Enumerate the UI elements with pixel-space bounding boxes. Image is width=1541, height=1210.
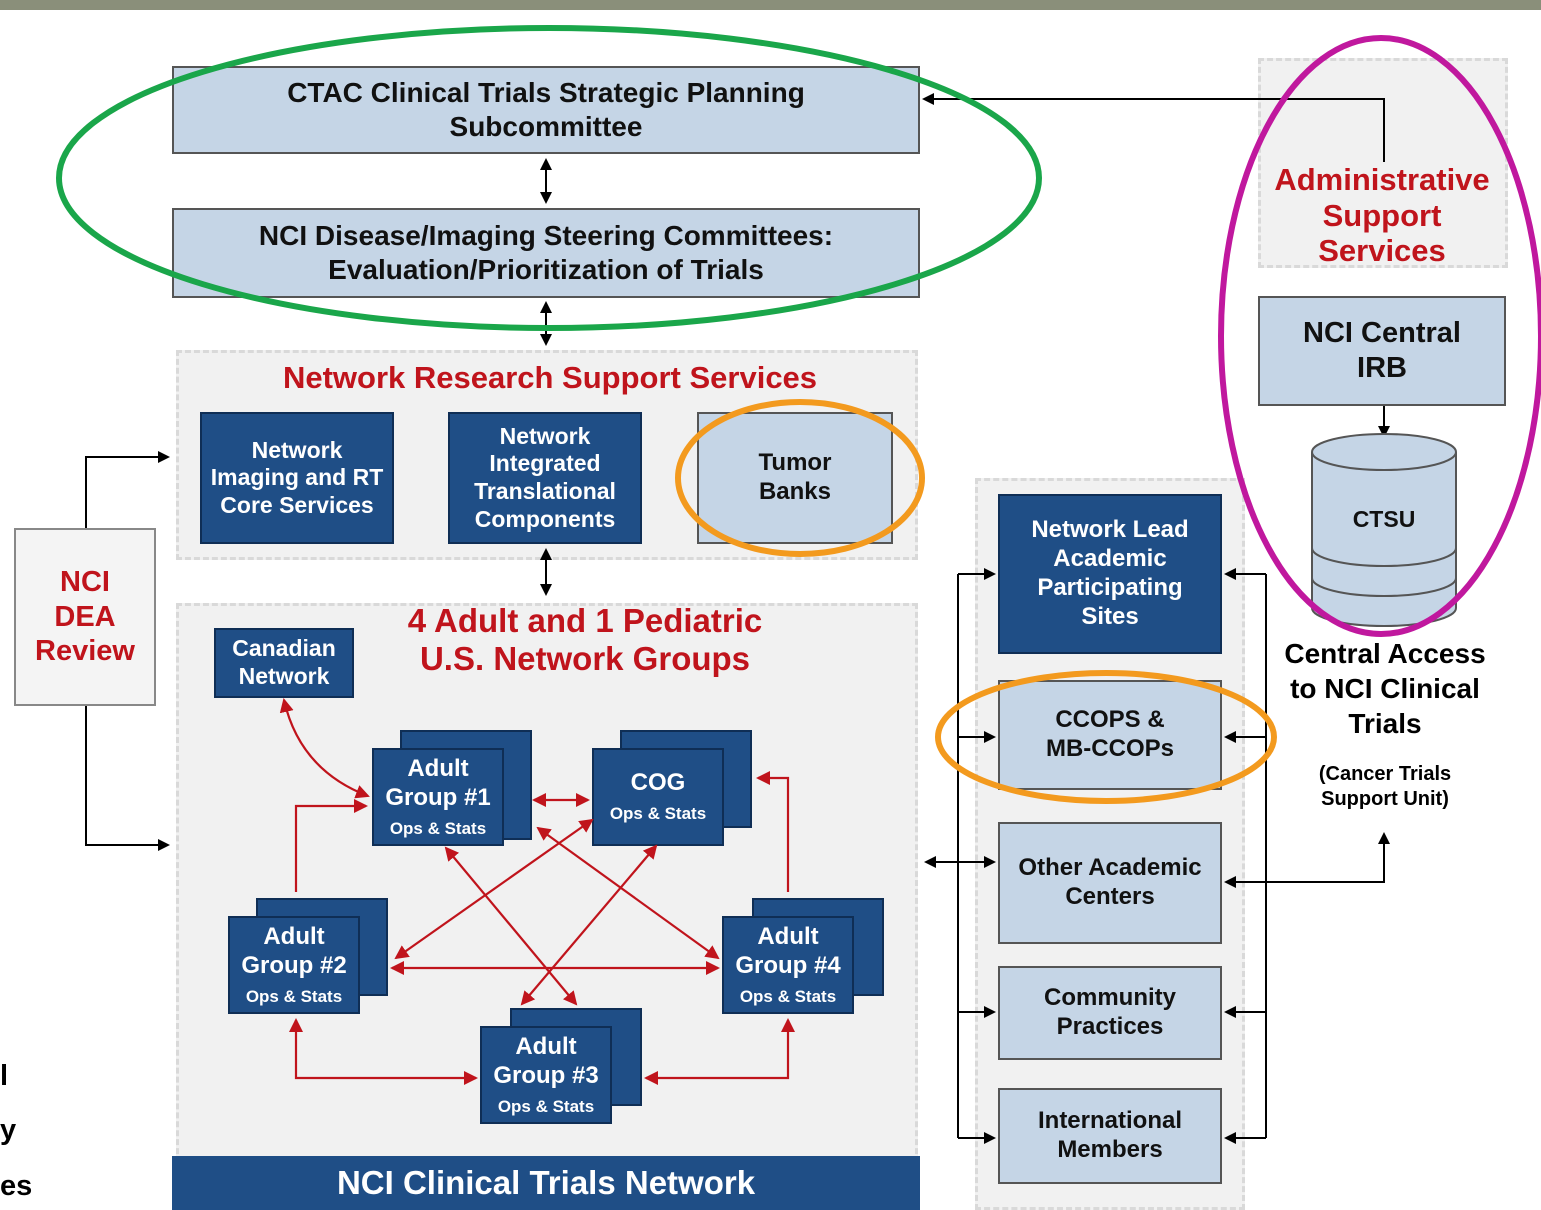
- international-members-label: International Members: [1037, 1107, 1182, 1163]
- admin-region: [1258, 58, 1508, 268]
- community-practices-label: Community Practices: [1044, 984, 1176, 1040]
- imaging-core-label: Network Imaging and RT Core Services: [210, 436, 384, 518]
- admin-to-ctac-arrow: [922, 93, 1385, 162]
- adult-group-4-box: Adult Group #4 Ops & Stats: [722, 916, 854, 1014]
- network-groups-title: 4 Adult and 1 Pediatric U.S. Network Gro…: [407, 602, 763, 677]
- left-fragment-3: es: [0, 1170, 33, 1202]
- research-support-title: Network Research Support Services: [282, 360, 818, 395]
- central-irb-label: NCI Central IRB: [1303, 317, 1461, 384]
- group4-to-cog-arrow: [756, 771, 790, 892]
- canadian-to-group1-arrow: [279, 698, 370, 799]
- central-access-link: [1224, 832, 1390, 888]
- community-practices-box: Community Practices: [998, 966, 1222, 1060]
- clinical-trials-network-bar: NCI Clinical Trials Network: [172, 1156, 920, 1210]
- steering-committees-box: NCI Disease/Imaging Steering Committees:…: [172, 208, 920, 298]
- left-fragment-1: l: [0, 1060, 9, 1092]
- ccops-box: CCOPS & MB-CCOPs: [998, 680, 1222, 790]
- translational-components-label: Network Integrated Translational Compone…: [474, 422, 616, 532]
- group2-to-group1-arrow: [294, 799, 368, 892]
- ctac-box: CTAC Clinical Trials Strategic Planning …: [172, 66, 920, 154]
- ccops-highlight-ellipse: [935, 670, 1277, 804]
- adult-group-3-box: Adult Group #3 Ops & Stats: [480, 1026, 612, 1124]
- tumor-banks-box: Tumor Banks: [697, 412, 893, 544]
- translational-components-box: Network Integrated Translational Compone…: [448, 412, 642, 544]
- cog-group2-arrow: [394, 818, 594, 960]
- ctsu-label: CTSU: [1352, 506, 1416, 532]
- group1-group4-arrow: [536, 826, 720, 960]
- adult-group-4-ops: Ops & Stats: [739, 986, 837, 1006]
- dea-to-research-arrow: [85, 451, 170, 528]
- central-access-sublabel: (Cancer Trials Support Unit): [1318, 763, 1452, 810]
- clinical-trials-network-label: NCI Clinical Trials Network: [336, 1164, 756, 1202]
- planning-highlight-ellipse: [56, 25, 1042, 331]
- steering-committees-label: NCI Disease/Imaging Steering Committees:…: [258, 220, 834, 285]
- other-academic-centers-box: Other Academic Centers: [998, 822, 1222, 944]
- other-academic-centers-label: Other Academic Centers: [1018, 854, 1202, 910]
- cog-ops: Ops & Stats: [609, 804, 707, 824]
- group1-group3-arrow: [444, 846, 578, 1006]
- dea-to-groups-arrow: [85, 706, 170, 851]
- left-fragment-2: y: [0, 1114, 17, 1146]
- adult-group-3-ops: Ops & Stats: [497, 1096, 595, 1116]
- ctac-label: CTAC Clinical Trials Strategic Planning …: [287, 77, 805, 142]
- adult-group-2-box: Adult Group #2 Ops & Stats: [228, 916, 360, 1014]
- admin-highlight-ellipse: [1218, 35, 1541, 637]
- central-irb-box: NCI Central IRB: [1258, 296, 1506, 406]
- canadian-network-box: Canadian Network: [214, 628, 354, 698]
- lead-academic-sites-label: Network Lead Academic Participating Site…: [1031, 516, 1189, 630]
- dea-review-box: NCI DEA Review: [14, 528, 156, 706]
- ccops-label: CCOPS & MB-CCOPs: [1045, 706, 1174, 762]
- ctsu-database-icon: [1311, 433, 1457, 627]
- cog-group3-arrow: [520, 844, 658, 1006]
- imaging-core-box: Network Imaging and RT Core Services: [200, 412, 394, 544]
- top-border-bar: [0, 0, 1541, 10]
- adult-group-1-label: Adult Group #1: [385, 755, 491, 811]
- international-members-box: International Members: [998, 1088, 1222, 1184]
- group2-to-group3-arrow: [289, 1018, 478, 1085]
- cog-label: COG: [630, 769, 686, 797]
- adult-group-2-ops: Ops & Stats: [245, 986, 343, 1006]
- dea-review-label: NCI DEA Review: [35, 565, 135, 668]
- group4-to-group3-arrow: [644, 1018, 795, 1085]
- tumor-banks-highlight-ellipse: [675, 399, 925, 557]
- admin-services-title: Administrative Support Services: [1274, 162, 1490, 269]
- canadian-network-label: Canadian Network: [232, 635, 336, 689]
- adult-group-2-label: Adult Group #2: [241, 923, 347, 979]
- adult-group-4-label: Adult Group #4: [735, 923, 841, 979]
- adult-group-3-label: Adult Group #3: [493, 1033, 599, 1089]
- lead-academic-sites-box: Network Lead Academic Participating Site…: [998, 494, 1222, 654]
- tumor-banks-label: Tumor Banks: [758, 449, 832, 505]
- central-access-label: Central Access to NCI Clinical Trials: [1284, 638, 1486, 739]
